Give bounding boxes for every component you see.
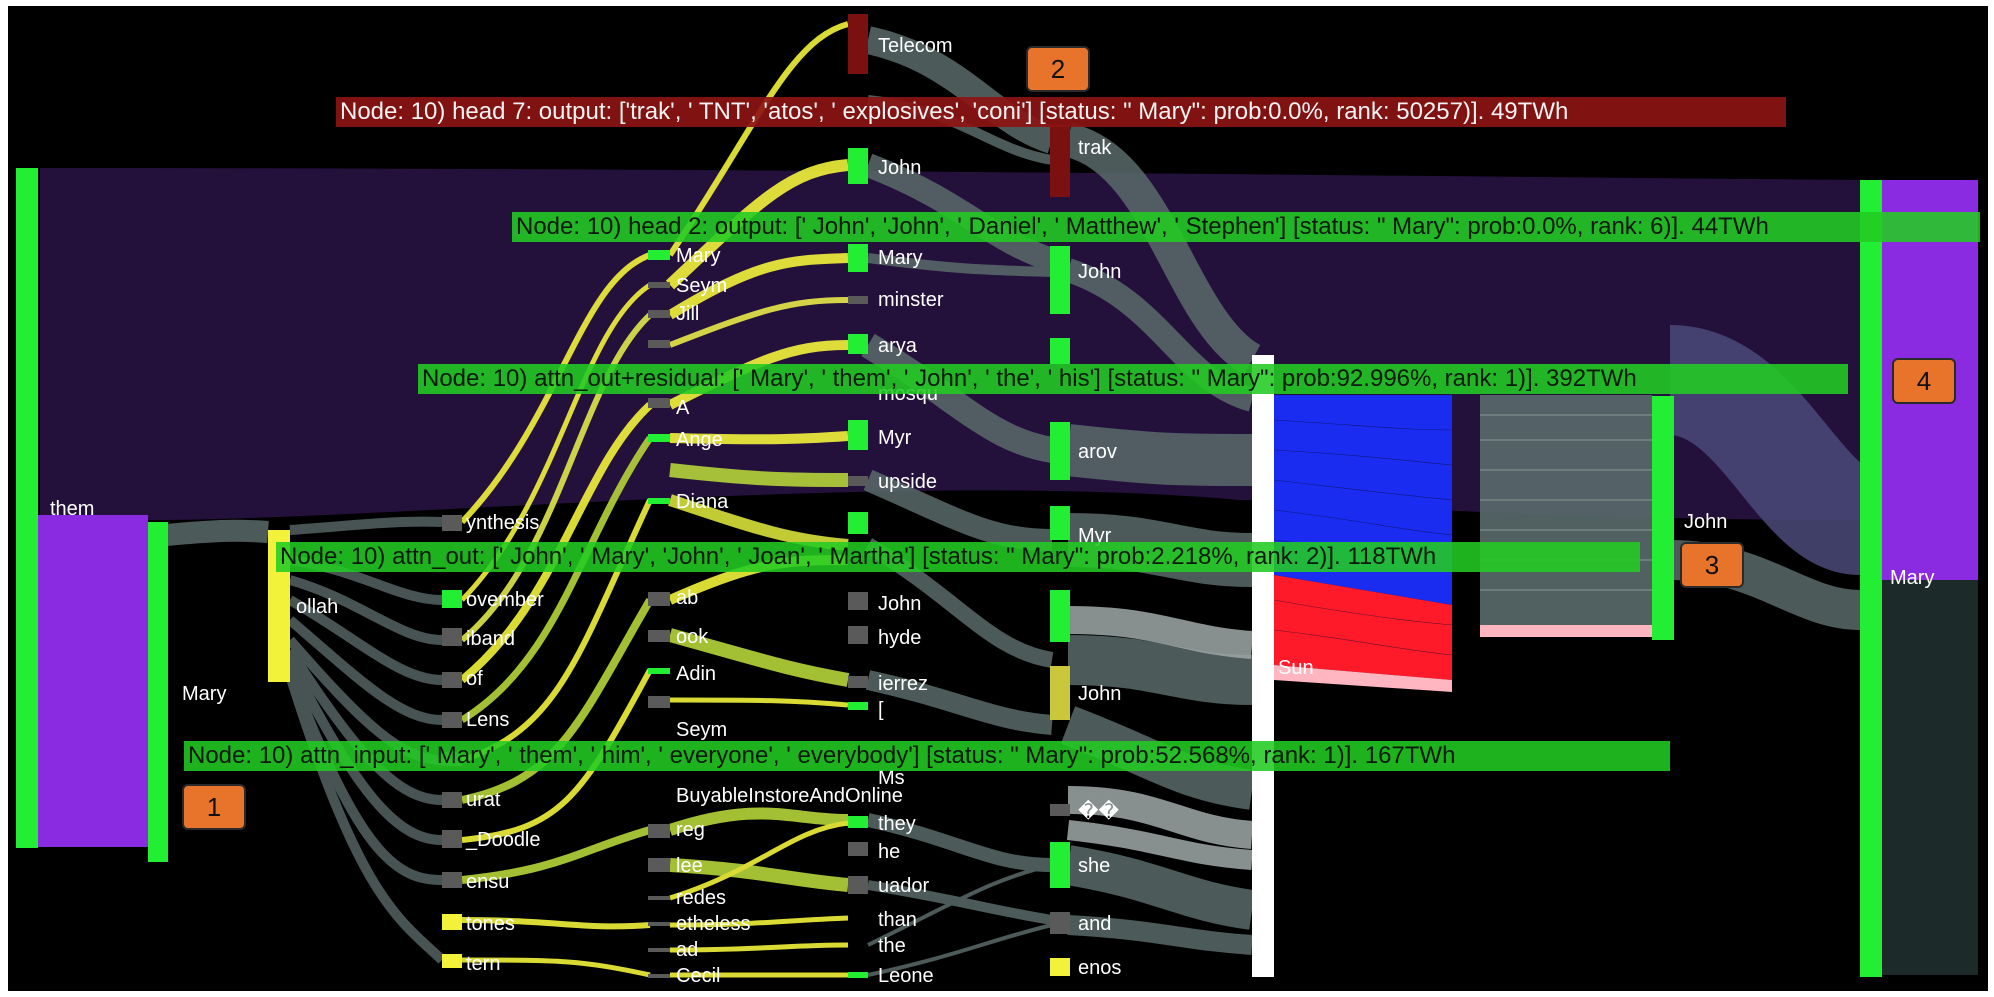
- svg-text:ierrez: ierrez: [878, 673, 928, 695]
- svg-text:BuyableInstoreAndOnline: BuyableInstoreAndOnline: [676, 785, 903, 807]
- node-of: [442, 672, 462, 688]
- svg-text:Ms: Ms: [878, 767, 905, 789]
- svg-text:A: A: [676, 397, 690, 419]
- svg-text:John: John: [878, 157, 921, 179]
- svg-text:Jill: Jill: [676, 303, 699, 325]
- links-col6-col7-light: [1066, 606, 1254, 870]
- tooltip-attn-input: Node: 10) attn_input: [' Mary', ' them',…: [184, 741, 1670, 771]
- svg-text:the: the: [878, 935, 906, 957]
- label-them: them: [50, 498, 94, 520]
- svg-text:ovember: ovember: [466, 589, 544, 611]
- svg-text:iband: iband: [466, 628, 515, 650]
- svg-text:uador: uador: [878, 875, 929, 897]
- svg-text:redes: redes: [676, 887, 726, 909]
- label-ollah: ollah: [296, 596, 338, 618]
- svg-text:Diana: Diana: [676, 491, 729, 513]
- node-labels: them Mary ollah ynthesis ovember iband o…: [50, 35, 1934, 987]
- svg-text:minster: minster: [878, 289, 944, 311]
- svg-text:Leone: Leone: [878, 965, 934, 987]
- svg-text:enos: enos: [1078, 957, 1121, 979]
- svg-text:ynthesis: ynthesis: [466, 512, 539, 534]
- tooltip-attn-out-residual: Node: 10) attn_out+residual: [' Mary', '…: [418, 364, 1848, 394]
- svg-text:ensu: ensu: [466, 871, 509, 893]
- svg-text:Seym: Seym: [676, 275, 727, 297]
- svg-text:urat: urat: [466, 789, 501, 811]
- svg-text:ook: ook: [676, 626, 709, 648]
- svg-text:Mary: Mary: [676, 245, 720, 267]
- node-ovember: [442, 590, 462, 608]
- svg-text:and: and: [1078, 913, 1111, 935]
- node-residual-white: [1252, 355, 1274, 977]
- svg-text:of: of: [466, 668, 483, 690]
- tooltip-attn-out: Node: 10) attn_out: [' John', ' Mary', '…: [276, 542, 1640, 572]
- links-col4-col5: [665, 21, 850, 978]
- node-doodle: [442, 830, 462, 848]
- svg-text:arya: arya: [878, 335, 918, 357]
- svg-text:_Doodle: _Doodle: [465, 829, 541, 851]
- callout-3: 3: [1680, 542, 1744, 588]
- svg-text:John: John: [1684, 511, 1727, 533]
- svg-text:lee: lee: [676, 855, 703, 877]
- svg-text:��: ��: [1078, 799, 1120, 823]
- node-john-col8: [1652, 396, 1674, 640]
- svg-text:Telecom: Telecom: [878, 35, 952, 57]
- svg-text:etheless: etheless: [676, 913, 751, 935]
- svg-text:reg: reg: [676, 819, 705, 841]
- svg-text:tones: tones: [466, 913, 515, 935]
- svg-text:arov: arov: [1078, 441, 1117, 463]
- node-residual-stack: [1480, 395, 1652, 637]
- svg-text:Lens: Lens: [466, 709, 509, 731]
- svg-text:he: he: [878, 841, 900, 863]
- svg-text:she: she: [1078, 855, 1110, 877]
- callout-2: 2: [1026, 46, 1090, 92]
- svg-text:Sun: Sun: [1278, 657, 1314, 679]
- callout-4: 4: [1892, 358, 1956, 404]
- svg-text:Ange: Ange: [676, 429, 723, 451]
- svg-text:trak: trak: [1078, 137, 1112, 159]
- node-mary-col1: [148, 522, 168, 862]
- node-tern: [442, 954, 462, 968]
- svg-text:John: John: [1078, 261, 1121, 283]
- links-col5-col6: [861, 26, 1057, 977]
- svg-text:tern: tern: [466, 953, 500, 975]
- node-ensu: [442, 872, 462, 888]
- svg-text:they: they: [878, 813, 916, 835]
- svg-text:ad: ad: [676, 939, 698, 961]
- svg-text:Adin: Adin: [676, 663, 716, 685]
- node-them: [16, 168, 38, 848]
- svg-text:upside: upside: [878, 471, 937, 493]
- node-urat: [442, 792, 462, 808]
- svg-text:Mary: Mary: [1890, 567, 1934, 589]
- svg-text:ab: ab: [676, 587, 698, 609]
- node-bars: [16, 14, 1882, 978]
- label-mary-col1: Mary: [182, 683, 226, 705]
- node-tones: [442, 914, 462, 930]
- tooltip-head7: Node: 10) head 7: output: ['trak', ' TNT…: [336, 97, 1786, 127]
- svg-text:John: John: [1078, 683, 1121, 705]
- svg-text:Cecil: Cecil: [676, 965, 720, 987]
- node-ynthesis: [442, 515, 462, 531]
- svg-text:[: [: [878, 699, 884, 721]
- svg-text:Myr: Myr: [1078, 525, 1112, 547]
- svg-text:Seym: Seym: [676, 719, 727, 741]
- svg-text:than: than: [878, 909, 917, 931]
- node-mary-col9: [1860, 180, 1882, 977]
- links-col1-col2: [164, 519, 269, 546]
- callout-1: 1: [182, 784, 246, 830]
- svg-text:Myr: Myr: [878, 427, 912, 449]
- svg-text:John: John: [878, 593, 921, 615]
- svg-text:Mary: Mary: [878, 247, 922, 269]
- node-mary-final-dark: [1880, 580, 1978, 975]
- node-iband: [442, 628, 462, 646]
- node-lens: [442, 712, 462, 728]
- svg-text:hyde: hyde: [878, 627, 921, 649]
- tooltip-head2: Node: 10) head 2: output: [' John', 'Joh…: [512, 212, 1980, 242]
- node-them-purple: [38, 515, 148, 847]
